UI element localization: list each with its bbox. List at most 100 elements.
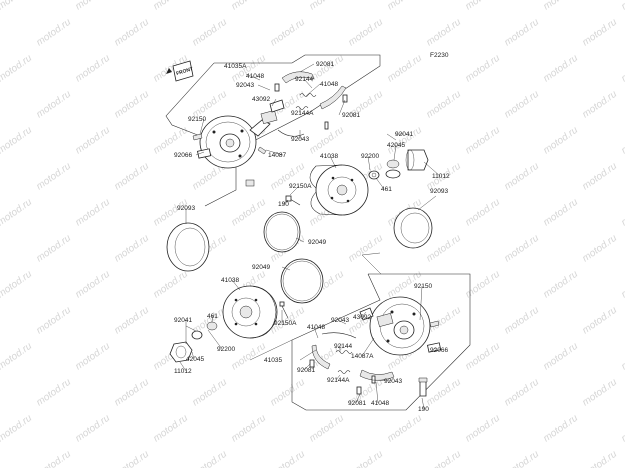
watermark-text: motod.ru (307, 413, 346, 445)
watermark-text: motod.ru (34, 161, 73, 193)
watermark-text: motod.ru (34, 377, 73, 409)
watermark-text: motod.ru (502, 233, 541, 265)
leader-line (375, 177, 385, 190)
watermark-text: motod.ru (73, 197, 112, 229)
watermark-text: motod.ru (112, 161, 151, 193)
watermark-text: motod.ru (112, 449, 151, 468)
callout-41035: 41035 (264, 357, 282, 364)
o-ring-upper (263, 211, 301, 253)
watermark-text: motod.ru (268, 17, 307, 49)
watermark-text: motod.ru (385, 413, 424, 445)
seal-right (393, 207, 433, 249)
watermark-text: motod.ru (73, 413, 112, 445)
callout-labels: 41035A 41048 92043 92081 92144 41048 430… (174, 61, 450, 413)
figure-code: F2230 (430, 52, 449, 59)
brake-shoes-top (277, 71, 347, 137)
callout-92081: 92081 (297, 367, 315, 374)
callout-92144: 92144 (295, 76, 313, 83)
callout-190: 190 (418, 406, 429, 413)
drum-bolts-bottom (279, 301, 289, 319)
leader-line (417, 195, 437, 211)
callout-92066: 92066 (430, 347, 448, 354)
watermark-text: motod.ru (307, 53, 346, 85)
watermark-text: motod.ru (502, 449, 541, 468)
callout-92144A: 92144A (327, 377, 350, 384)
brake-shoes-bottom (311, 332, 395, 381)
watermark-text: motod.ru (580, 161, 619, 193)
leader-line (361, 337, 375, 357)
watermark-text: motod.ru (229, 0, 268, 12)
watermark-text: motod.ru (541, 53, 580, 85)
callout-190: 190 (278, 201, 289, 208)
watermark-text: motod.ru (190, 449, 229, 468)
watermark-text: motod.ru (112, 89, 151, 121)
callout-41048: 41048 (307, 324, 325, 331)
watermark-text: motod.ru (580, 17, 619, 49)
watermark-text: motod.ru (463, 0, 502, 12)
leader-lines (179, 63, 441, 410)
callout-41048: 41048 (320, 81, 338, 88)
watermark-text: motod.ru (112, 305, 151, 337)
wheel-cylinder-bottom (359, 307, 394, 327)
callout-92043: 92043 (331, 317, 349, 324)
callout-92093: 92093 (430, 188, 448, 195)
leader-line (431, 347, 437, 351)
leader-line (335, 374, 341, 381)
callout-41038: 41038 (221, 277, 239, 284)
watermark-text: motod.ru (619, 0, 625, 12)
watermark-text: motod.ru (541, 341, 580, 373)
drum-bolts-top (245, 179, 301, 206)
watermark-text: motod.ru (34, 89, 73, 121)
callout-41048: 41048 (371, 400, 389, 407)
callout-41048: 41048 (246, 73, 264, 80)
leader-line (305, 83, 321, 97)
watermark-text: motod.ru (619, 341, 625, 373)
watermark-text: motod.ru (0, 413, 34, 445)
front-arrow-icon: FRONT (166, 60, 194, 82)
watermark-text: motod.ru (502, 89, 541, 121)
leader-line (271, 98, 277, 107)
watermark-text: motod.ru (34, 233, 73, 265)
backing-plate-top (199, 115, 271, 169)
watermark-text: motod.ru (34, 305, 73, 337)
watermark-text: motod.ru (463, 341, 502, 373)
leader-line (281, 266, 291, 271)
leader-line (299, 63, 315, 73)
leader-line (375, 381, 379, 404)
watermark-text: motod.ru (463, 269, 502, 301)
callout-92066: 92066 (174, 152, 192, 159)
callout-92150A: 92150A (289, 183, 312, 190)
watermark-text: motod.ru (541, 413, 580, 445)
watermark-text: motod.ru (229, 341, 268, 373)
callout-14087A: 14087A (351, 353, 374, 360)
callout-92081: 92081 (342, 112, 360, 119)
watermark-text: motod.ru (346, 233, 385, 265)
watermark-text: motod.ru (346, 17, 385, 49)
watermark-text: motod.ru (580, 89, 619, 121)
callout-41038: 41038 (320, 153, 338, 160)
watermark-text: motod.ru (112, 377, 151, 409)
watermark-text: motod.ru (0, 0, 34, 12)
brake-drum-bottom (222, 285, 278, 339)
leader-line (337, 319, 347, 325)
watermark-text: motod.ru (502, 17, 541, 49)
watermark-text: motod.ru (190, 377, 229, 409)
leader-line (282, 199, 289, 205)
watermark-text: motod.ru (73, 53, 112, 85)
callout-92150: 92150 (414, 283, 432, 290)
callout-43092: 43092 (252, 96, 270, 103)
leader-line (265, 149, 284, 156)
watermark-text: motod.ru (346, 449, 385, 468)
leader-line (195, 151, 205, 156)
watermark-text: motod.ru (424, 449, 463, 468)
brake-drum-top (309, 164, 369, 216)
watermark-text: motod.ru (73, 0, 112, 12)
callout-42045: 42045 (186, 356, 204, 363)
backing-plate-bottom (369, 296, 431, 356)
watermark-text: motod.ru (580, 449, 619, 468)
watermark-text: motod.ru (463, 413, 502, 445)
leader-line (313, 326, 319, 339)
watermark-text: motod.ru (541, 125, 580, 157)
watermark-text: motod.ru (307, 0, 346, 12)
